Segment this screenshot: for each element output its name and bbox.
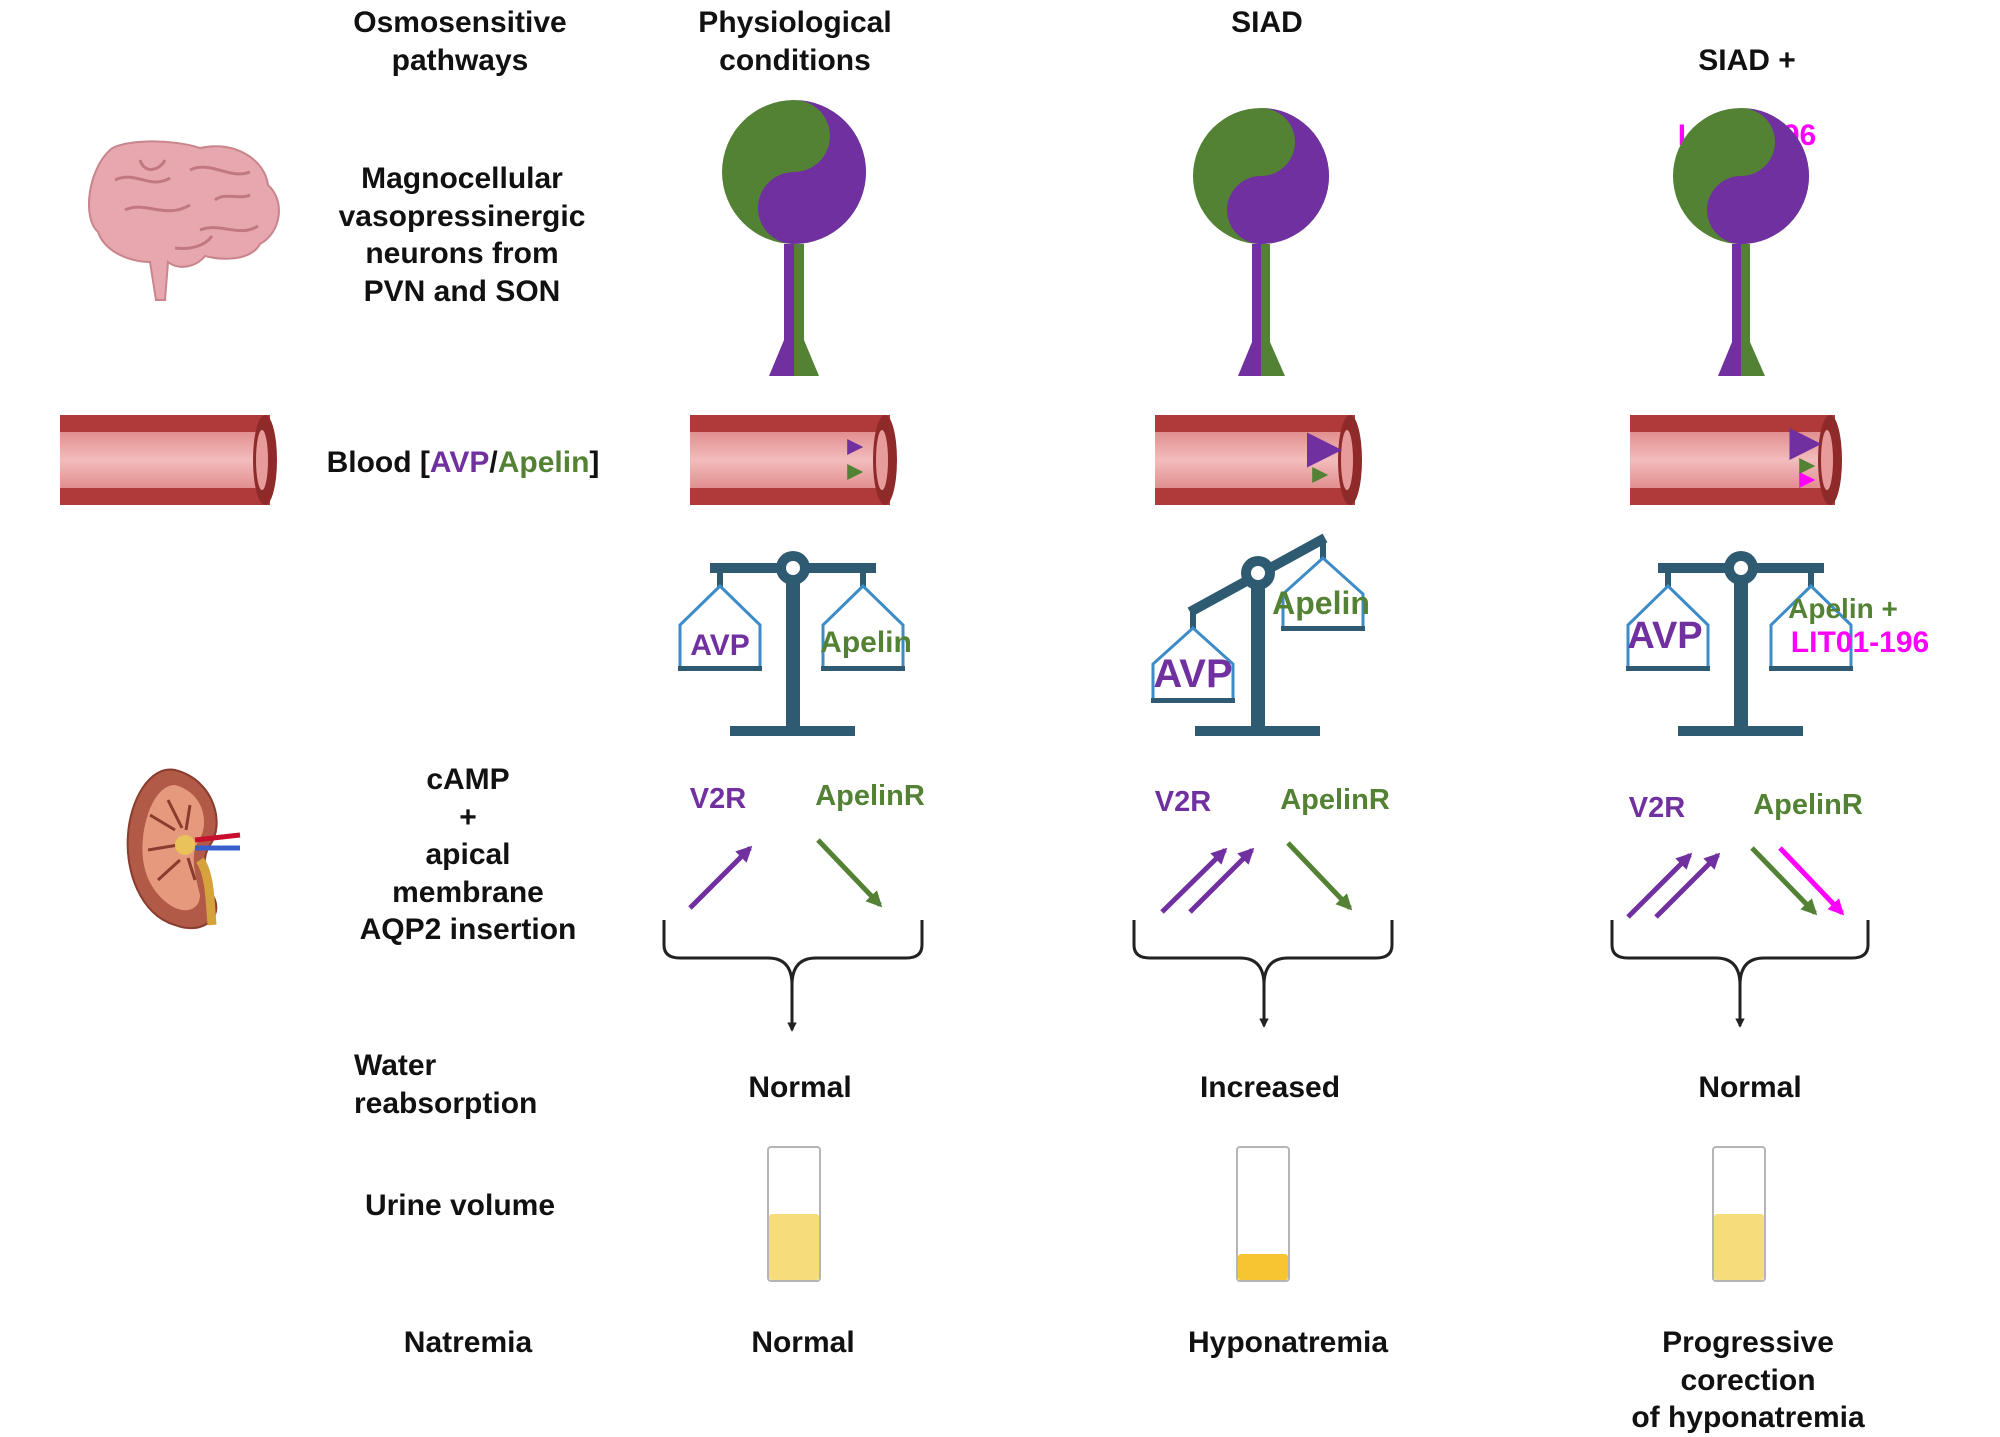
blood-vessel-col1 xyxy=(690,415,897,505)
balance-scale-col3: AVP Apelin + LIT01-196 xyxy=(1626,551,1929,736)
v2r-label-col2: V2R xyxy=(1155,786,1211,818)
natremia-label: Natremia xyxy=(403,1326,533,1359)
blood-prefix: Blood [ xyxy=(326,446,430,479)
apelinr-label-col1: ApelinR xyxy=(815,780,925,812)
blood-vessel-icon xyxy=(60,415,277,505)
natremia-col1: Normal xyxy=(751,1326,855,1359)
blood-vessel-col2 xyxy=(1155,415,1362,505)
neuron-icon-col2 xyxy=(1193,108,1329,376)
blood-vessel-col3 xyxy=(1630,415,1842,505)
balance-scale-col1: AVP Apelin xyxy=(678,551,912,736)
blood-row-label: Blood [AVP/Apelin] xyxy=(327,444,600,482)
urine-fill-col1 xyxy=(769,1214,819,1280)
neurons-row-label: Magnocellular vasopressinergic neurons f… xyxy=(338,162,586,308)
scale-avp-label: AVP xyxy=(1153,652,1232,696)
diagram-graphics: AVP Apelin AVP Apelin xyxy=(60,100,1929,1282)
apelinr-down-arrow xyxy=(1750,846,1818,916)
apelinr-label-col2: ApelinR xyxy=(1280,784,1390,816)
test-tube-icon-col1 xyxy=(767,1146,821,1282)
natremia-col2: Hyponatremia xyxy=(1187,1326,1389,1359)
bracket-col3 xyxy=(1610,920,1870,1028)
v2r-up-arrow xyxy=(1626,852,1693,919)
scale-avp-label: AVP xyxy=(1627,615,1702,657)
camp-row-label: cAMP + apical membrane AQP2 insertion xyxy=(359,763,577,946)
water-reabsorption-col1: Normal xyxy=(748,1071,852,1104)
water-reabsorption-col2: Increased xyxy=(1199,1071,1341,1104)
test-tube-icon-col2 xyxy=(1236,1146,1290,1282)
urine-fill-col3 xyxy=(1714,1214,1764,1280)
v2r-up-arrow xyxy=(1160,847,1228,914)
water-reabsorption-col3: Normal xyxy=(1698,1071,1802,1104)
v2r-up-arrow xyxy=(688,845,753,910)
scale-apelin-label: Apelin xyxy=(820,626,912,659)
blood-slash: / xyxy=(489,446,498,479)
v2r-up-arrow xyxy=(1654,852,1721,919)
row-label-header: Osmosensitive pathways xyxy=(353,6,567,77)
apelinr-down-arrow xyxy=(816,838,883,908)
test-tube-icon-col3 xyxy=(1712,1146,1766,1282)
column-header-physiological: Physiological conditions xyxy=(698,6,892,77)
v2r-label-col3: V2R xyxy=(1629,792,1685,824)
kidney-icon xyxy=(126,768,241,930)
apelinr-down-arrow xyxy=(1286,841,1353,911)
diagram-canvas: Osmosensitive pathways Physiological con… xyxy=(60,6,1929,1434)
drug-down-arrow xyxy=(1778,846,1845,916)
blood-apelin: Apelin xyxy=(497,446,590,479)
water-reabsorption-label: Water reabsorption xyxy=(354,1049,538,1120)
v2r-up-arrow xyxy=(1188,847,1255,914)
apelinr-label-col3: ApelinR xyxy=(1753,789,1863,821)
blood-avp: AVP xyxy=(429,446,490,479)
column-header-siad-prefix: SIAD + xyxy=(1698,43,1796,77)
blood-suffix: ] xyxy=(589,446,600,479)
bracket-col2 xyxy=(1132,920,1394,1028)
urine-fill-col2 xyxy=(1238,1254,1288,1280)
neuron-icon-col1 xyxy=(722,100,866,376)
scale-avp-label: AVP xyxy=(690,629,749,662)
urine-volume-label: Urine volume xyxy=(364,1189,556,1222)
brain-icon xyxy=(87,140,280,301)
balance-scale-col2: AVP Apelin xyxy=(1151,533,1370,736)
scale-drug-label: LIT01-196 xyxy=(1791,626,1929,659)
scale-apelin-label: Apelin xyxy=(1272,585,1370,621)
column-header-siad: SIAD xyxy=(1231,6,1303,39)
v2r-label-col1: V2R xyxy=(690,783,746,815)
scale-apelin-label: Apelin + xyxy=(1788,593,1898,624)
neuron-icon-col3 xyxy=(1673,108,1809,376)
bracket-col1 xyxy=(662,920,924,1032)
